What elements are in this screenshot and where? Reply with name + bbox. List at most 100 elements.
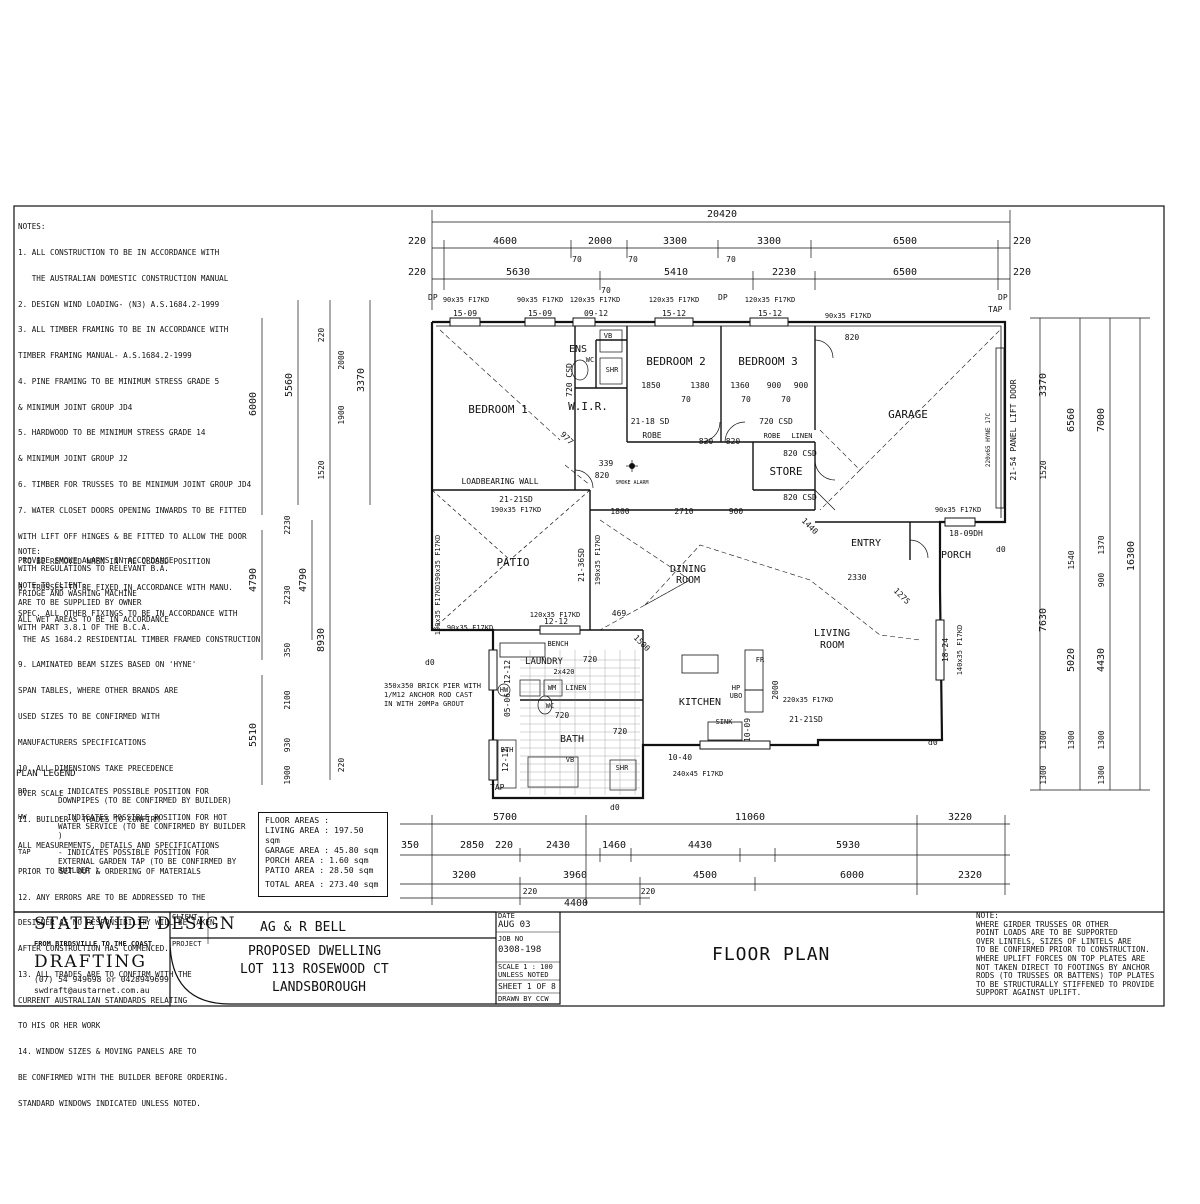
beam-5: 90x35 F17KD [825,312,871,320]
dim-top1-1: 4600 [493,236,517,247]
logo-phone: (07) 54 949698 or 0428949699 [34,975,169,984]
beam-15: 190x35 F17KD [434,585,442,636]
pier-2: IN WITH 20MPa GROUT [384,700,465,708]
right-note-line: WHERE UPLIFT FORCES ON TOP PLATES ARE [976,953,1146,963]
fx-11: HP [732,684,740,692]
sz-0: 15-09 [453,309,477,318]
dim-right-mid-2: 4430 [1096,648,1107,672]
room-living: LIVING [814,628,850,639]
right-dimension-labels: 16300 7000 7630 4430 3370 6560 5020 1520… [1038,373,1137,785]
sz-7: 720 CSD [759,417,793,426]
dim-top-small-0: 70 [572,255,582,264]
sheet-number: SHEET 1 OF 8 [498,982,556,991]
extra-note-line: PROVIDE SMOKE ALARMS IN ACCORDANCE [18,555,174,565]
room-laundry: LAUNDRY [525,657,564,667]
title-block-cells [207,912,560,994]
dim-right-0: 16300 [1126,541,1137,571]
sz-22: 18-09DH [949,529,983,538]
dim-b2-5: 4430 [688,840,712,851]
fx-1: WC [586,356,594,364]
sz-18: 12-12 [503,660,512,684]
dim-li-9: 350 [283,643,292,658]
room-bedroom2: BEDROOM 2 [646,355,706,368]
dim-li-8: 2230 [283,585,292,604]
sz-14: 21-21SD [499,495,533,504]
note-line: 9. LAMINATED BEAM SIZES BASED ON 'HYNE' [18,660,197,670]
scale: SCALE 1 : 100 [498,963,553,971]
legend-text: - INDICATES POSSIBLE POSITION FOR EXTERN… [58,848,237,875]
note-line: BE CONFIRMED WITH THE BUILDER BEFORE ORD… [18,1072,229,1082]
room-porch: PORCH [941,550,971,561]
project-label: PROJECT [172,940,202,948]
extra-note-line: WITH REGULATIONS TO RELEVANT B.A. [18,564,169,574]
area-living: LIVING AREA : 197.50 sqm [265,825,364,845]
dim-right-mid-0: 7000 [1096,408,1107,432]
dim-top1-5: 6500 [893,236,917,247]
extra-note-line: ALL WET AREAS TO BE IN ACCORDANCE [18,614,169,624]
int-9: 2710 [674,507,693,516]
area-total: TOTAL AREA : 273.40 sqm [265,879,379,889]
note-line: THE AS 1684.2 RESIDENTIAL TIMBER FRAMED … [18,634,261,644]
dim-top1-4: 3300 [757,236,781,247]
int-0: 1850 [641,381,660,390]
beam-1: 90x35 F17KD [517,296,563,304]
dim-left-extra-2: 4790 [298,568,309,592]
client-name: AG & R BELL [260,920,347,935]
windows [449,317,976,781]
sz-5: 21-18 SD [631,417,670,426]
fx-7: WM [548,684,556,692]
dim-left-mid-1: 8930 [316,628,327,652]
dim-li-15: 220 [337,758,346,773]
fx-8: LINEN [565,684,586,692]
area-patio: PATIO AREA : 28.50 sqm [265,865,374,875]
note-line: 5. HARDWOOD TO BE MINIMUM STRESS GRADE 1… [18,428,206,438]
legend-text: - INDICATES POSSIBLE POSITION FOR HOT WA… [58,813,246,840]
note-line: PRIOR TO SET OUT & ORDERING OF MATERIALS [18,866,201,876]
note-line: WITH LIFT OFF HINGES & BE FITTED TO ALLO… [18,531,247,541]
dim-b3-0: 3200 [452,870,476,881]
room-dining: DINING [670,564,706,575]
extra-note-line: WITH PART 3.8.1 OF THE B.C.A. [18,623,151,633]
right-note-line: NOT TAKEN DIRECT TO FOOTINGS BY ANCHOR [976,962,1150,972]
int-4: 900 [794,381,809,390]
extra-note-line: ARE TO BE SUPPLIED BY OWNER [18,597,142,607]
fx-9: HW [500,686,509,694]
dim-right-mid-1: 7630 [1038,608,1049,632]
note-line: 1. ALL CONSTRUCTION TO BE IN ACCORDANCE … [18,247,220,257]
beam-9: 190x35 F17KD [594,535,602,586]
dim-b4-0: 220 [523,887,538,896]
note-line: 7. WATER CLOSET DOORS OPENING INWARDS TO… [18,505,247,515]
note-line: ALL MEASUREMENTS, DETAILS AND SPECIFICAT… [18,840,220,850]
dim-b3-4: 2320 [958,870,982,881]
right-note-line: POINT LOADS ARE TO BE SUPPORTED [976,928,1118,938]
area-garage: GARAGE AREA : 45.80 sqm [265,845,379,855]
dim-b1-1: 11060 [735,812,765,823]
label-robe: ROBE [642,431,661,440]
job-number: 0308-198 [498,945,542,955]
fx-10: FR [756,656,765,664]
dim-li-6: 2230 [283,515,292,534]
label-smoke: SMOKE ALARM [615,480,648,486]
svg-text:d0: d0 [610,803,620,812]
note-line: STANDARD WINDOWS INDICATED UNLESS NOTED. [18,1098,201,1108]
note-line: TIMBER FRAMING MANUAL- A.S.1684.2-1999 [18,351,192,361]
top-dimension-labels: 20420 220 4600 2000 3300 3300 6500 220 2… [408,209,1031,295]
bottom-dimensions [400,815,1010,905]
sheet-border [13,205,1165,1007]
fx-6: WC [546,702,554,710]
note-line: MANUFACTURERS SPECIFICATIONS [18,737,147,747]
fx-3: BTH [501,746,514,754]
door-swings [574,339,929,559]
area-porch: PORCH AREA : 1.60 sqm [265,855,369,865]
note-line: 8. TRUSSES TO BE FIXED IN ACCORDANCE WIT… [18,583,233,593]
hot-water-icon: HW [18,813,27,821]
sz-12: 820 [595,471,610,480]
dim-top2-4: 6500 [893,267,917,278]
note-line: AFTER CONSTRUCTION HAS COMMENCED. [18,944,169,954]
right-note-line: TO BE CONFIRMED PRIOR TO CONSTRUCTION. [976,945,1150,955]
sz-28: 720 [613,727,628,736]
pier-0: 350x350 BRICK PIER WITH [384,682,481,690]
fx-4: VB [566,756,574,764]
beam-3: 120x35 F17KD [649,296,700,304]
extra-note-line: NOTE: [18,547,41,556]
